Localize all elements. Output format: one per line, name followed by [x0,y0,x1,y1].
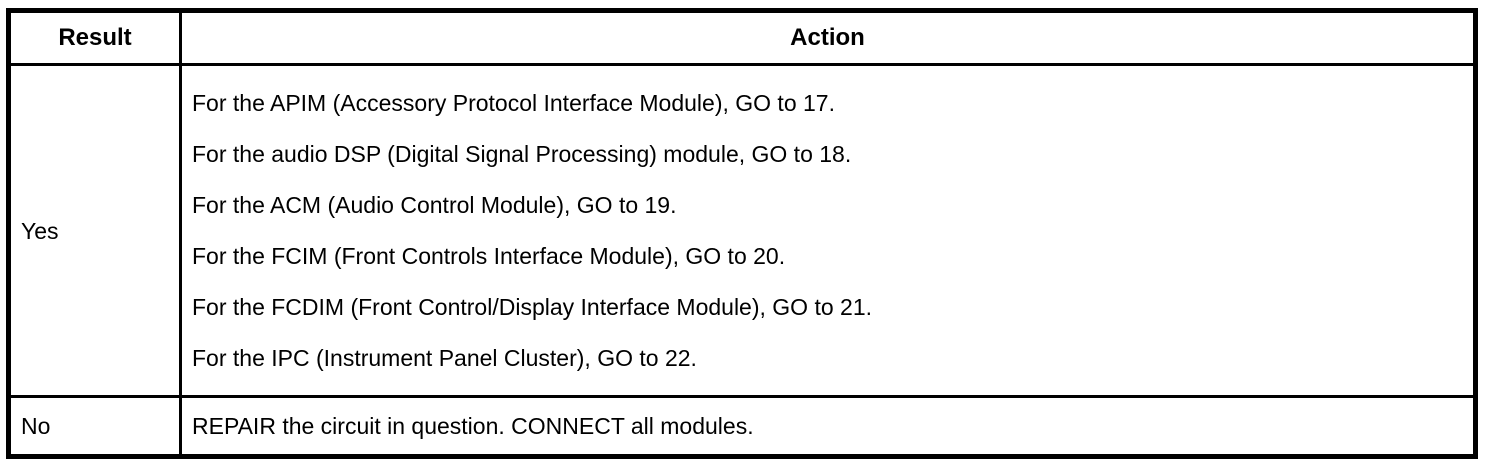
table-row-no: No REPAIR the circuit in question. CONNE… [7,395,1477,458]
result-cell-yes: Yes [7,63,182,398]
action-line: For the ACM (Audio Control Module), GO t… [192,192,677,218]
result-cell-no: No [7,395,182,458]
action-cell-yes: For the APIM (Accessory Protocol Interfa… [179,63,1477,398]
result-column-header: Result [7,9,182,66]
action-line: For the APIM (Accessory Protocol Interfa… [192,90,835,116]
table-row-yes: Yes For the APIM (Accessory Protocol Int… [7,63,1477,398]
header-row: Result Action [7,9,1477,66]
action-line: REPAIR the circuit in question. CONNECT … [192,413,754,439]
action-line: For the FCIM (Front Controls Interface M… [192,243,786,269]
action-line: For the FCDIM (Front Control/Display Int… [192,294,873,320]
action-line: For the audio DSP (Digital Signal Proces… [192,141,852,167]
action-cell-no: REPAIR the circuit in question. CONNECT … [179,395,1477,458]
action-column-header: Action [179,9,1477,66]
action-line: For the IPC (Instrument Panel Cluster), … [192,345,697,371]
result-action-table: Result Action Yes For the APIM (Accessor… [6,8,1478,459]
